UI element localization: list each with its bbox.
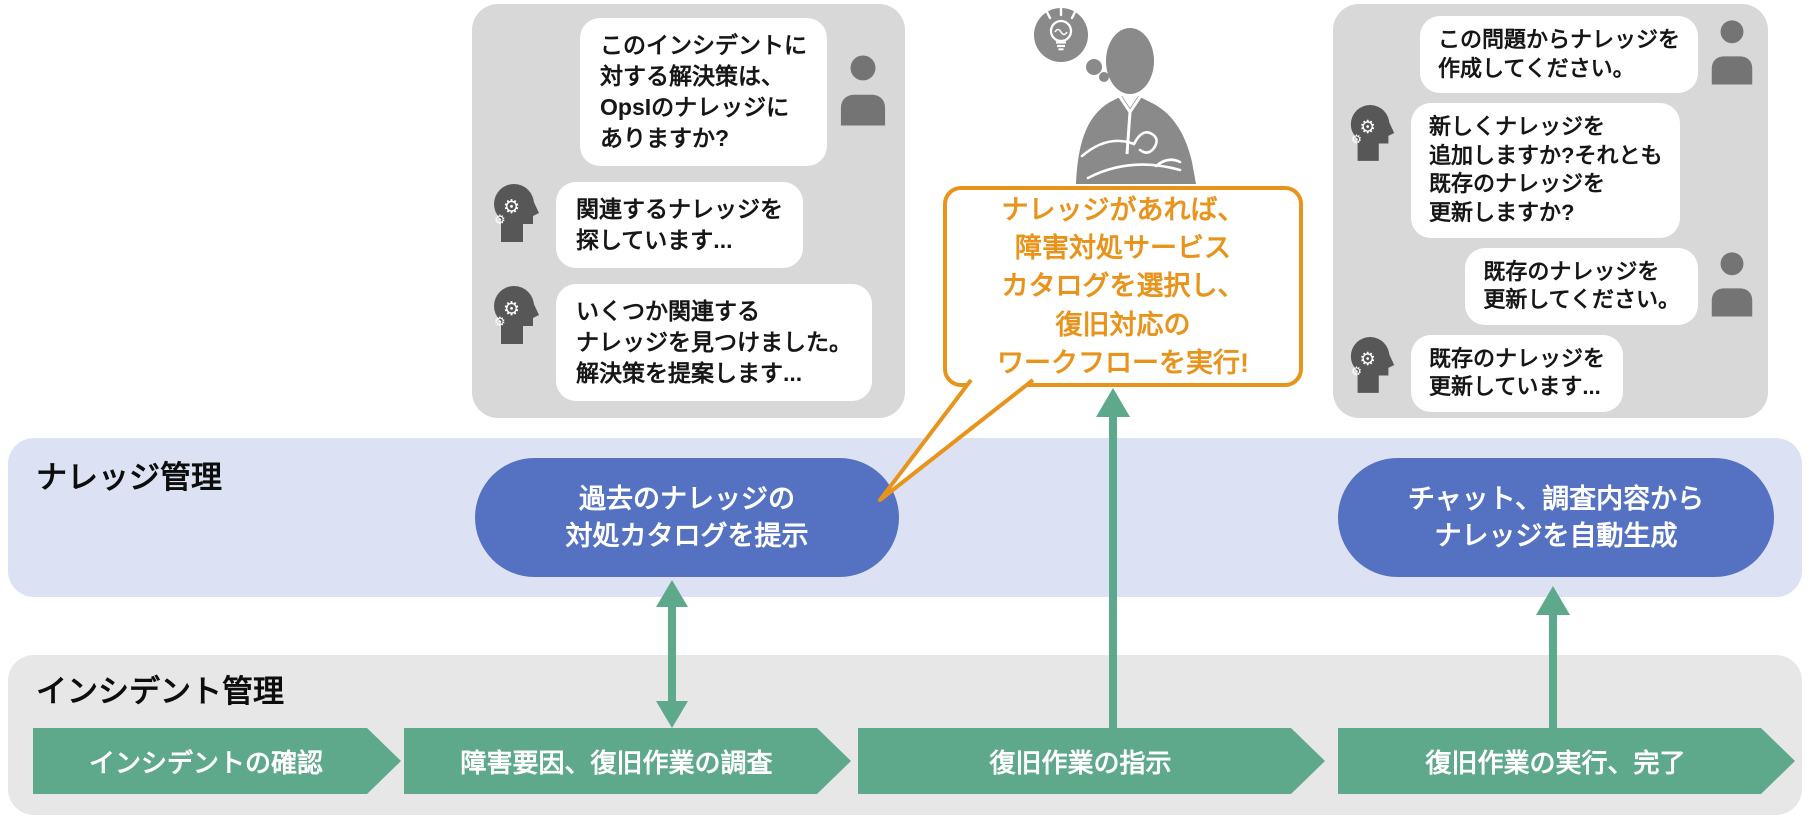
person-silhouette <box>1076 28 1196 184</box>
svg-text:⚙: ⚙ <box>503 298 520 320</box>
user-icon <box>1710 251 1754 322</box>
step-recovery-execution: 復旧作業の実行、完了 <box>1338 728 1795 794</box>
chat-message-assistant: ⚙⚙ 既存のナレッジを 更新しています... <box>1347 334 1754 412</box>
chat-bubble: このインシデントに 対する解決策は、 OpsIのナレッジに ありますか? <box>580 18 827 167</box>
svg-text:⚙: ⚙ <box>494 213 506 228</box>
knowledge-band-title: ナレッジ管理 <box>36 460 222 495</box>
chat-message-user: 既存のナレッジを 更新してください。 <box>1347 247 1754 325</box>
brain-gears-icon: ⚙⚙ <box>1347 335 1399 398</box>
pill-autogenerate-knowledge: チャット、調査内容から ナレッジを自動生成 <box>1338 458 1774 577</box>
svg-text:⚙: ⚙ <box>503 196 520 218</box>
user-icon <box>839 54 887 131</box>
thinking-person-figure <box>1034 6 1196 184</box>
chat-message-assistant: ⚙⚙ いくつか関連する ナレッジを見つけました。 解決策を提案します... <box>490 284 887 402</box>
chat-message-user: この問題からナレッジを 作成してください。 <box>1347 16 1754 94</box>
callout-tail <box>878 378 1035 502</box>
chat-bubble: いくつか関連する ナレッジを見つけました。 解決策を提案します... <box>556 284 872 402</box>
chat-bubble: 新しくナレッジを 追加しますか?それとも 既存のナレッジを 更新しますか? <box>1411 103 1681 238</box>
svg-text:⚙: ⚙ <box>1360 117 1376 138</box>
svg-text:⚙: ⚙ <box>1351 363 1362 378</box>
chat-message-assistant: ⚙⚙ 関連するナレッジを 探しています... <box>490 182 887 269</box>
svg-text:⚙: ⚙ <box>1360 349 1376 370</box>
brain-gears-icon: ⚙⚙ <box>490 182 544 247</box>
brain-gears-icon: ⚙⚙ <box>490 284 544 349</box>
lightbulb-thought-icon <box>1034 6 1109 82</box>
step-incident-confirmation: インシデントの確認 <box>33 728 401 794</box>
right-chat-panel: この問題からナレッジを 作成してください。 ⚙⚙ 新しくナレッジを 追加しますか… <box>1333 4 1768 418</box>
chat-bubble: 関連するナレッジを 探しています... <box>556 182 803 269</box>
brain-gears-icon: ⚙⚙ <box>1347 103 1399 166</box>
workflow-callout-text: ナレッジがあれば、 障害対処サービス カタログを選択し、 復旧対応の ワークフロ… <box>997 194 1249 378</box>
svg-text:⚙: ⚙ <box>1351 132 1362 147</box>
chat-message-assistant: ⚙⚙ 新しくナレッジを 追加しますか?それとも 既存のナレッジを 更新しますか? <box>1347 103 1754 238</box>
incident-band-title: インシデント管理 <box>36 674 284 709</box>
chat-bubble: 既存のナレッジを 更新しています... <box>1411 334 1624 412</box>
chat-bubble: 既存のナレッジを 更新してください。 <box>1465 247 1698 325</box>
svg-text:⚙: ⚙ <box>494 315 506 330</box>
left-chat-panel: このインシデントに 対する解決策は、 OpsIのナレッジに ありますか? ⚙⚙ … <box>472 4 905 418</box>
pill-present-catalog: 過去のナレッジの 対処カタログを提示 <box>475 458 899 577</box>
chat-bubble: この問題からナレッジを 作成してください。 <box>1419 16 1698 94</box>
step-cause-investigation: 障害要因、復旧作業の調査 <box>404 728 851 794</box>
workflow-callout: ナレッジがあれば、 障害対処サービス カタログを選択し、 復旧対応の ワークフロ… <box>943 186 1303 387</box>
user-icon <box>1710 19 1754 90</box>
step-recovery-instruction: 復旧作業の指示 <box>858 728 1325 794</box>
chat-message-user: このインシデントに 対する解決策は、 OpsIのナレッジに ありますか? <box>490 18 887 167</box>
